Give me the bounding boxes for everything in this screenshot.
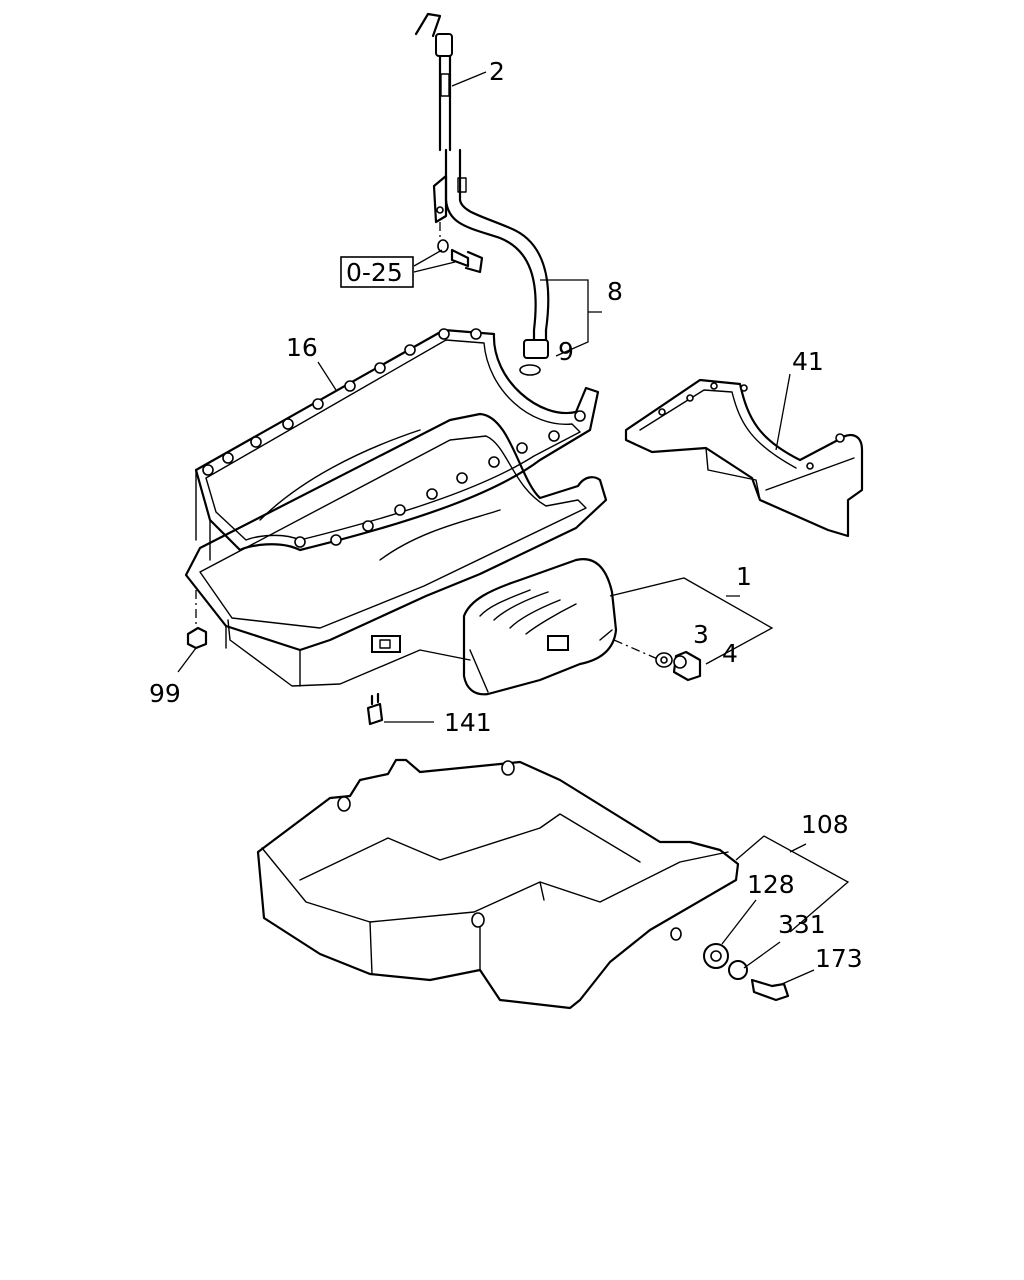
oil-pan-gasket bbox=[194, 328, 600, 561]
reference-0-25: 0-25 bbox=[340, 249, 456, 288]
drain-plug-hardware bbox=[613, 639, 702, 682]
label-part-108: 108 bbox=[801, 810, 849, 839]
label-part-41: 41 bbox=[792, 347, 824, 376]
label-part-9: 9 bbox=[558, 337, 574, 366]
oil-pan-sump bbox=[462, 558, 618, 696]
under-cover bbox=[256, 758, 740, 1010]
tube-bracket-bolt bbox=[437, 222, 484, 274]
bracket-41 bbox=[624, 378, 864, 538]
stud-99 bbox=[186, 590, 208, 650]
label-part-128: 128 bbox=[747, 870, 795, 899]
label-part-173: 173 bbox=[815, 944, 863, 973]
callout-labels: 2 8 9 16 41 1 3 4 99 141 108 128 331 173 bbox=[149, 57, 863, 973]
bolt-141 bbox=[366, 692, 384, 726]
label-part-8: 8 bbox=[607, 277, 623, 306]
label-part-99: 99 bbox=[149, 679, 181, 708]
cover-mount-hardware bbox=[703, 943, 790, 1002]
dipstick-assembly bbox=[414, 12, 550, 376]
leader-lines bbox=[177, 71, 850, 985]
label-part-331: 331 bbox=[778, 910, 826, 939]
label-part-2: 2 bbox=[489, 57, 505, 86]
label-part-141: 141 bbox=[444, 708, 492, 737]
label-part-1: 1 bbox=[736, 562, 752, 591]
ref-label: 0-25 bbox=[346, 258, 403, 287]
label-part-3: 3 bbox=[693, 620, 709, 649]
label-part-16: 16 bbox=[286, 333, 318, 362]
oil-pan bbox=[184, 412, 608, 687]
label-part-4: 4 bbox=[722, 639, 738, 668]
